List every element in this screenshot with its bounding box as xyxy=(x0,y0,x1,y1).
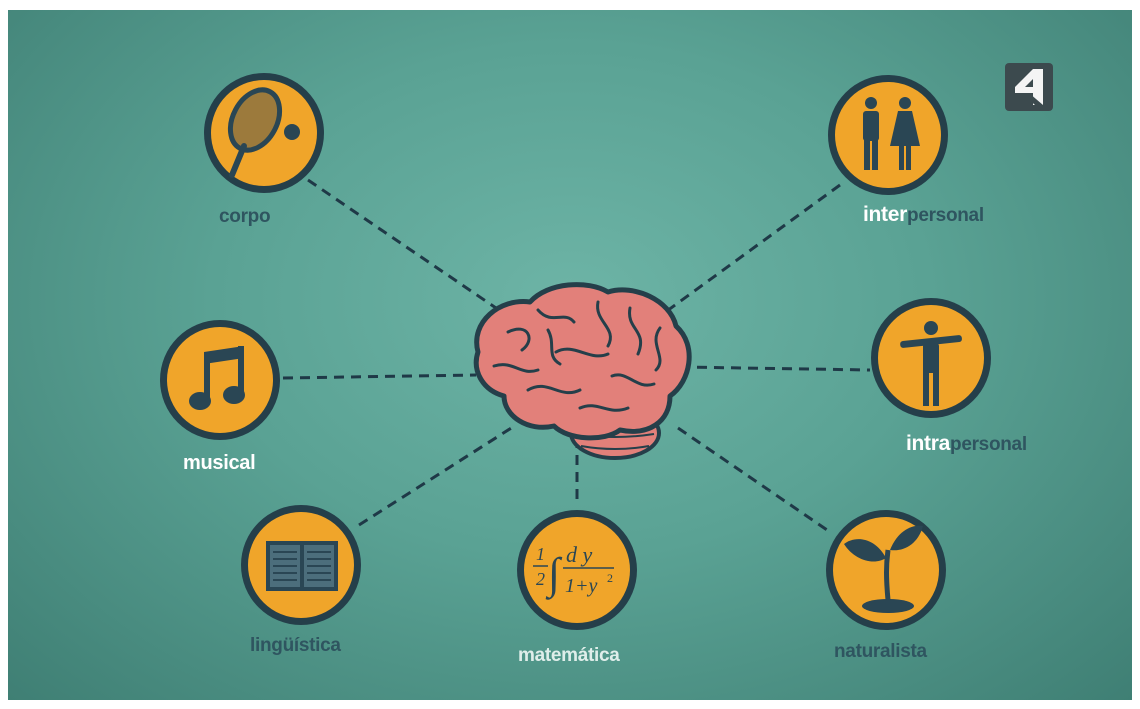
svg-text:1: 1 xyxy=(536,544,545,564)
node-interpersonal xyxy=(828,75,948,195)
label-intrapersonal-strong: intra xyxy=(906,432,951,455)
diagram-canvas: 1 2 ∫ d y 1+y 2 xyxy=(160,73,991,630)
tennis-racket-ball-icon xyxy=(227,87,300,178)
brain-icon xyxy=(473,282,692,460)
node-musical xyxy=(160,320,280,440)
label-naturalista: naturalista xyxy=(834,641,927,662)
connector-corpo xyxy=(307,178,497,310)
sprout-icon xyxy=(844,525,923,613)
diagram-background: 1 2 ∫ d y 1+y 2 xyxy=(8,10,1132,700)
svg-text:∫: ∫ xyxy=(545,549,563,600)
man-woman-icon xyxy=(863,97,920,170)
node-corpo xyxy=(204,73,324,193)
person-arms-out-icon xyxy=(900,321,962,406)
node-linguistica xyxy=(241,505,361,625)
integral-formula-icon: 1 2 ∫ d y 1+y 2 xyxy=(533,542,614,600)
label-interpersonal: interpersonal xyxy=(863,203,984,227)
label-corpo: corpo xyxy=(219,206,271,227)
music-note-icon xyxy=(189,346,245,410)
svg-text:1+y: 1+y xyxy=(565,575,597,597)
connector-linguistica xyxy=(358,423,517,527)
connector-intrapersonal xyxy=(679,365,871,372)
channel-4-logo-icon xyxy=(1005,63,1053,111)
label-intrapersonal: intrapersonal xyxy=(906,432,1027,456)
node-naturalista xyxy=(826,510,946,630)
label-intrapersonal-rest: personal xyxy=(950,434,1027,455)
connector-musical xyxy=(282,373,477,380)
label-interpersonal-rest: personal xyxy=(907,205,984,226)
svg-text:d y: d y xyxy=(566,542,593,567)
label-matematica: matemática xyxy=(518,645,620,666)
label-interpersonal-strong: inter xyxy=(863,203,908,226)
connector-interpersonal xyxy=(659,183,841,318)
node-matematica: 1 2 ∫ d y 1+y 2 xyxy=(517,510,637,630)
svg-text:2: 2 xyxy=(536,569,545,589)
open-book-icon xyxy=(266,541,338,591)
connector-naturalista xyxy=(677,426,831,534)
label-linguistica: lingüística xyxy=(250,635,341,656)
node-intrapersonal xyxy=(871,298,991,418)
label-musical: musical xyxy=(183,452,256,474)
svg-text:2: 2 xyxy=(607,571,613,585)
